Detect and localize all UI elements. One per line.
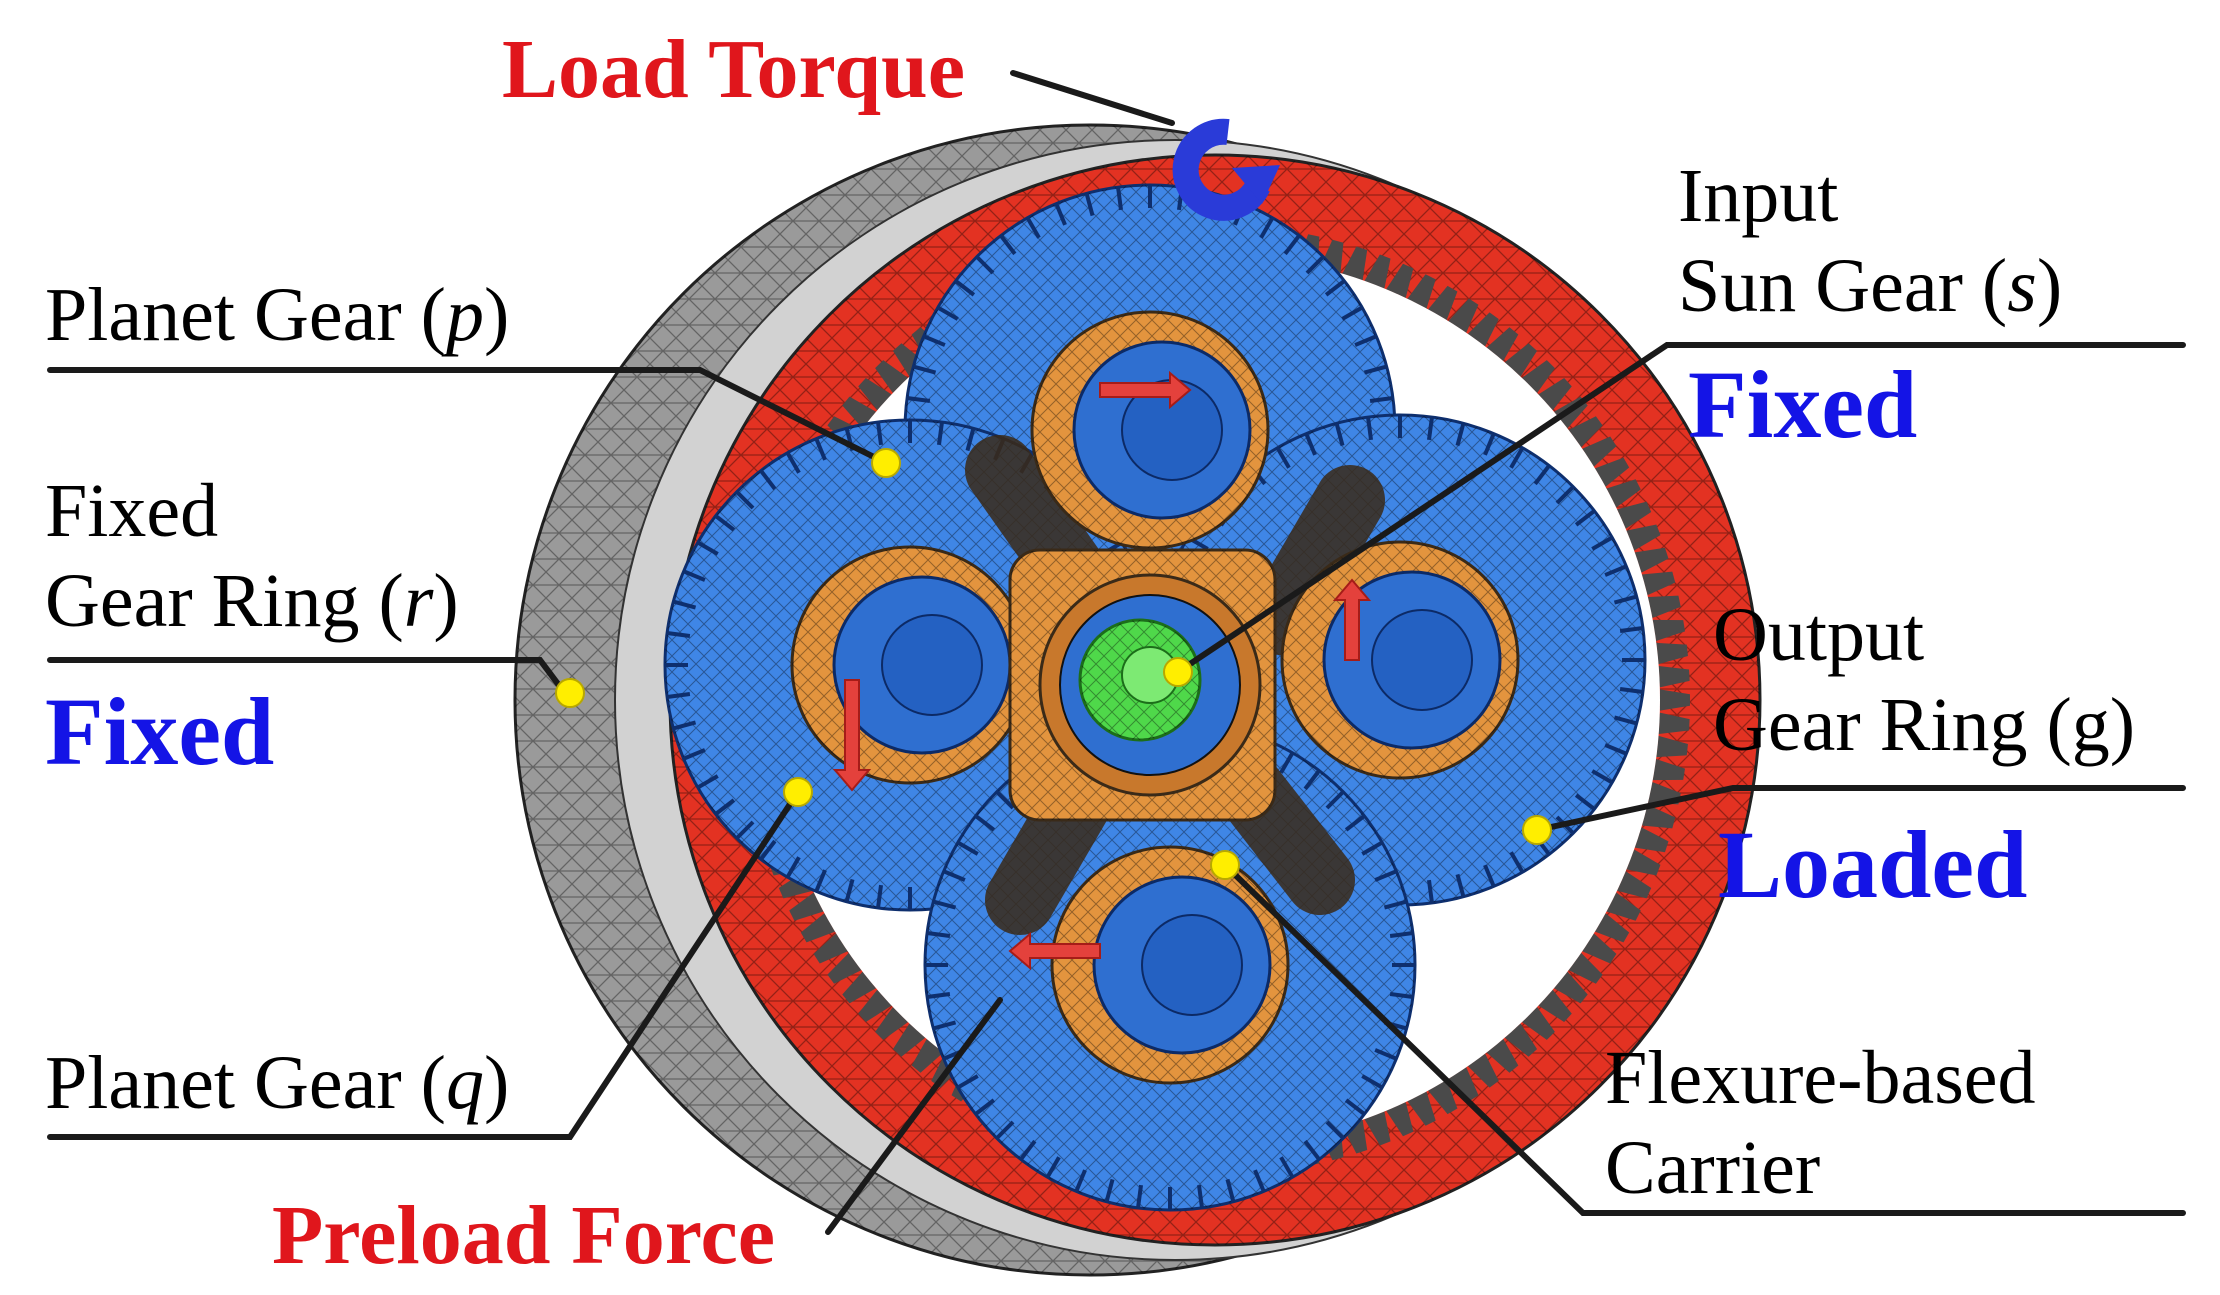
input-state: Fixed (1688, 351, 1918, 458)
planet-gear-p-close: ) (483, 273, 510, 357)
ring-tooth (842, 971, 876, 1004)
ring-tooth (1652, 759, 1686, 781)
ring-tooth (1626, 849, 1661, 876)
planet-gear-q-text: Planet Gear ( (45, 1041, 446, 1125)
ring-tooth (800, 913, 836, 943)
planet-gear-p-text: Planet Gear ( (45, 273, 446, 357)
carrier-line2: Carrier (1605, 1126, 1821, 1210)
ring-tooth (1448, 298, 1479, 333)
ring-tooth (1659, 689, 1690, 711)
carrier-boss (790, 545, 1030, 785)
load-torque-icon (1172, 118, 1280, 221)
ring-tooth (1538, 989, 1572, 1023)
ring-tooth (1652, 619, 1686, 641)
ring-tooth (842, 396, 876, 429)
ring-tooth (1386, 263, 1414, 298)
ring-tooth (1504, 1023, 1538, 1057)
ring-tooth (858, 377, 892, 411)
fixed-ring-close: ) (433, 559, 459, 643)
ring-tooth (1342, 246, 1368, 281)
ring-tooth (1428, 1079, 1458, 1115)
carrier-boss (1050, 845, 1290, 1085)
leader-lines (47, 70, 2186, 1235)
ring-tooth (1582, 933, 1617, 964)
ring-tooth (813, 933, 848, 964)
ring-tooth (1467, 312, 1499, 347)
ring-tooth (1407, 274, 1436, 309)
ring-tooth (911, 1039, 944, 1073)
preload-force-arrows (832, 370, 1372, 971)
output-line1: Output (1713, 593, 1925, 677)
sun-gear-text: Sun Gear ( (1678, 244, 2008, 328)
ring-tooth (1658, 666, 1690, 688)
input-line1: Input (1678, 154, 1839, 238)
ring-tooth (1658, 712, 1690, 734)
planet-gear-q-label: Planet Gear (q) (45, 1040, 509, 1126)
ring-tooth (1656, 735, 1688, 758)
ring-tooth (1634, 827, 1669, 853)
fixed-ring-line1: Fixed (45, 469, 219, 553)
ring-tooth (1606, 479, 1641, 508)
ring-tooth (1504, 343, 1538, 377)
ring-tooth (1594, 457, 1630, 487)
ring-tooth (875, 360, 908, 393)
preload-force-label: Preload Force (272, 1189, 776, 1282)
ring-tooth (1486, 327, 1519, 361)
ring-tooth (1617, 501, 1652, 529)
ring-tooth (1617, 871, 1652, 899)
ring-tooth (1428, 285, 1458, 321)
ring-tooth (1486, 1039, 1519, 1073)
ring-tooth (1554, 971, 1588, 1004)
ring-tooth (1467, 1053, 1499, 1088)
ring-tooth (1522, 360, 1555, 393)
ring-tooth (1364, 254, 1391, 289)
ring-tooth (858, 989, 892, 1023)
fixed-ring-symbol: r (403, 559, 434, 643)
ring-tooth (1407, 1091, 1436, 1126)
ring-tooth (1522, 1007, 1555, 1040)
fixed-ring-state: Fixed (45, 678, 275, 785)
planet-gear-q-close: ) (483, 1041, 510, 1125)
ring-tooth (892, 1023, 926, 1057)
ring-tooth (1641, 804, 1676, 829)
ring-tooth (1594, 913, 1630, 943)
carrier-boss (1030, 310, 1270, 550)
ring-tooth (1364, 1111, 1391, 1146)
sun-gear-s-label: Sun Gear (s) (1678, 243, 2062, 329)
fixed-ring-text: Gear Ring ( (45, 559, 404, 643)
carrier-line1: Flexure-based (1605, 1036, 2036, 1120)
planet-gear-q-symbol: q (445, 1041, 484, 1125)
planet-gear-p-symbol: p (445, 273, 484, 357)
planet-gear-p-label: Planet Gear (p) (45, 272, 509, 358)
ring-tooth (789, 892, 824, 921)
ring-tooth (1641, 571, 1676, 596)
input-sun-gear (1078, 618, 1202, 742)
ring-tooth (1634, 547, 1669, 573)
fixed-gear-ring-r-label: Gear Ring (r) (45, 558, 459, 644)
output-gear-ring-g-label: Gear Ring (g) (1713, 683, 2136, 767)
ring-tooth (875, 1007, 908, 1040)
ring-tooth (1386, 1102, 1414, 1137)
load-torque-label: Load Torque (502, 23, 966, 116)
ring-tooth (1538, 377, 1572, 411)
ring-tooth (1606, 892, 1641, 921)
ring-tooth (1656, 642, 1688, 665)
ring-tooth (1568, 416, 1603, 448)
sun-gear-close: ) (2036, 244, 2063, 328)
sun-gear-symbol: s (2007, 244, 2037, 328)
ring-tooth (1582, 436, 1617, 467)
output-state: Loaded (1718, 811, 2028, 918)
ring-tooth (827, 952, 862, 984)
ring-tooth (1647, 595, 1681, 618)
yellow-markers (555, 448, 1552, 880)
ring-tooth (1568, 952, 1603, 984)
ring-tooth (1448, 1067, 1479, 1102)
ring-tooth (1626, 524, 1661, 551)
